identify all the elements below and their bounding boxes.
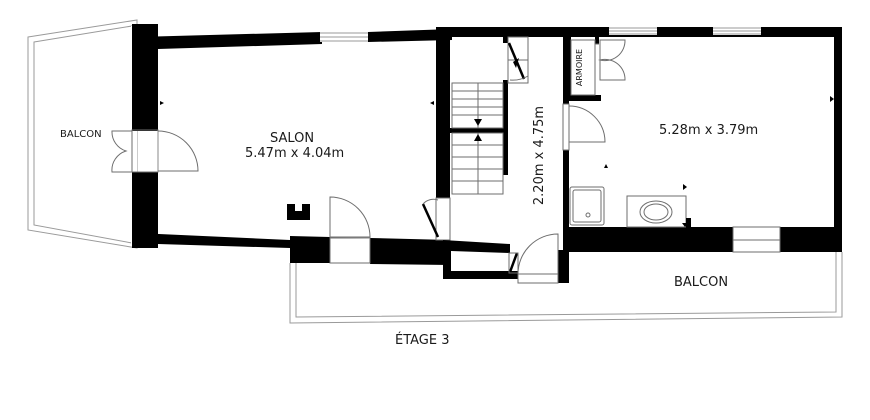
staircase [451, 36, 529, 195]
salon-label: SALON [270, 131, 315, 146]
salon-bottom-door [329, 196, 371, 264]
salon-dimensions: 5.47m x 4.04m [245, 146, 345, 161]
bottom-balcony-label: BALCON [674, 275, 729, 290]
floor-title: ÉTAGE 3 [395, 333, 450, 348]
hall-walls [436, 27, 842, 283]
left-balcony-label: BALCON [60, 129, 102, 140]
hall-bottom-door [508, 233, 559, 284]
bathroom-fixtures [569, 186, 691, 228]
salon-hall-door [421, 197, 451, 241]
hall-dimensions: 2.20m x 4.75m [532, 105, 548, 206]
salon-walls [132, 24, 452, 265]
bedroom-walls [562, 27, 842, 253]
armoire-label: ARMOIRE [575, 48, 585, 87]
left-balcony-door [111, 129, 199, 173]
wall-markers [160, 31, 834, 247]
bedroom-dimensions: 5.28m x 3.79m [659, 123, 759, 138]
bottom-balcony-outline [289, 252, 843, 324]
